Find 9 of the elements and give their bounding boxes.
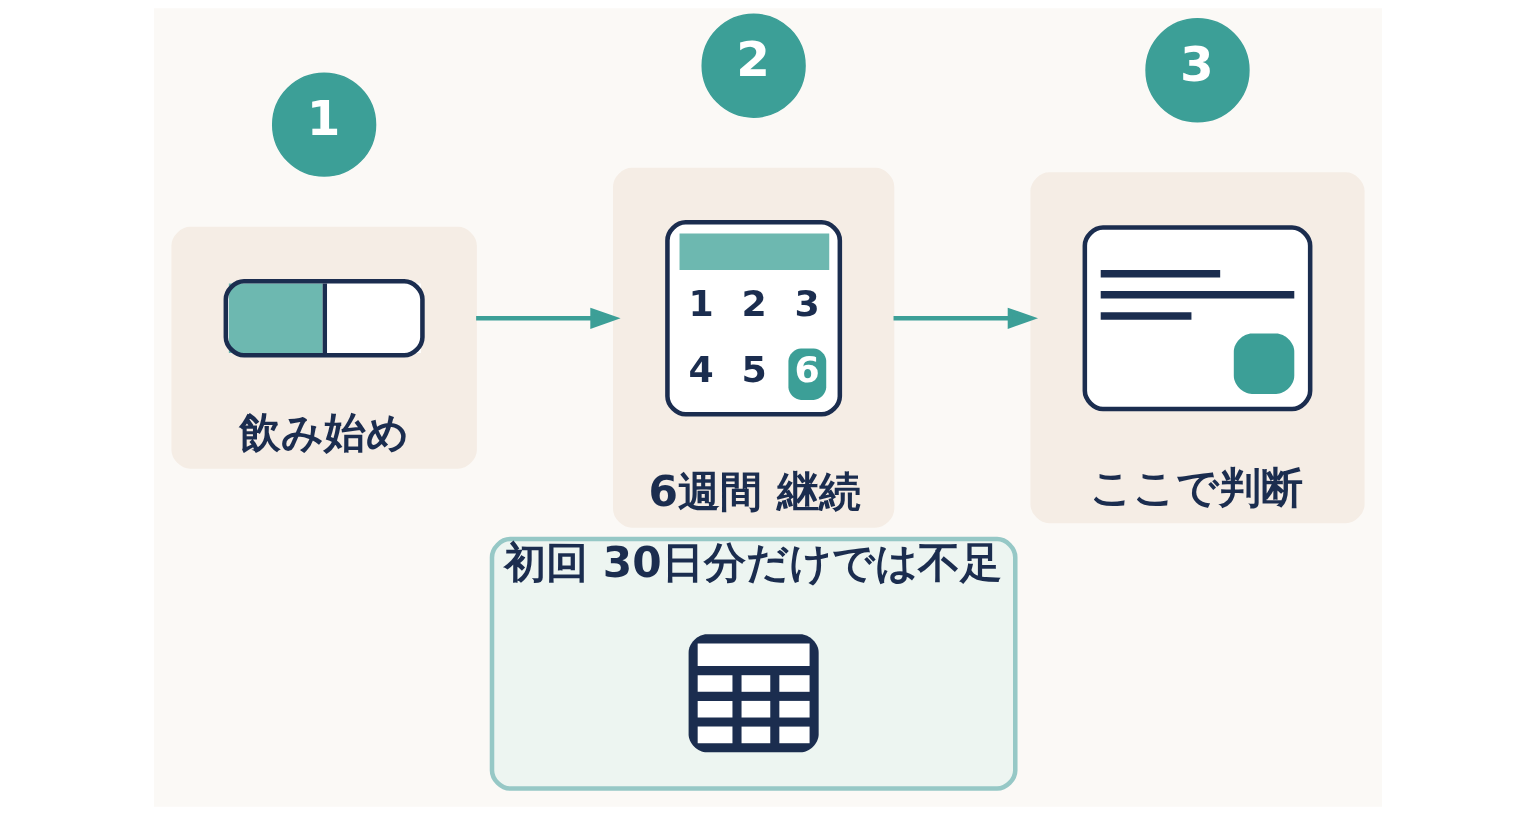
node-circle: 3 xyxy=(1145,18,1250,123)
cluster: ここで判断 xyxy=(1030,172,1365,524)
node-picture xyxy=(688,634,819,753)
cluster: 飲み始め xyxy=(171,226,477,469)
node-circle: 1 xyxy=(271,72,377,177)
node-circle: 2 xyxy=(701,13,806,118)
arrow xyxy=(893,307,1038,329)
arrow xyxy=(476,307,621,329)
cluster: 初回 30日分だけでは不足 xyxy=(489,536,1018,791)
